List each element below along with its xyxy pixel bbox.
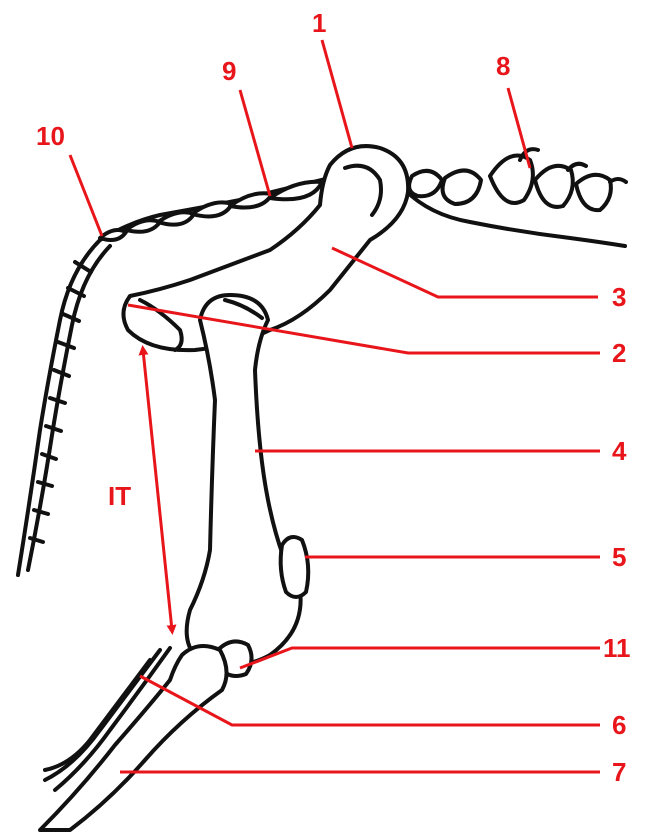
label-10: 10 (36, 121, 65, 151)
label-7: 7 (612, 757, 626, 787)
leader-line-11 (240, 648, 600, 668)
lumbar-vertebrae (405, 149, 626, 246)
leader-line-10 (70, 155, 102, 236)
patella (281, 537, 309, 597)
label-4: 4 (612, 436, 627, 466)
label-it: IT (108, 481, 131, 511)
tibia-fibula (40, 646, 227, 830)
label-11: 11 (603, 633, 631, 663)
leader-line-3 (332, 248, 598, 297)
tail-vertebrae (18, 240, 110, 575)
label-1: 1 (312, 8, 326, 38)
leader-line-9 (240, 90, 270, 196)
it-arrow (143, 350, 172, 630)
leader-line-1 (322, 40, 352, 148)
label-2: 2 (612, 338, 626, 368)
label-6: 6 (612, 710, 626, 740)
label-5: 5 (612, 542, 626, 572)
label-9: 9 (222, 56, 236, 86)
number-labels: 1 8 9 10 3 2 4 5 11 6 7 IT (36, 8, 631, 787)
label-3: 3 (612, 282, 626, 312)
label-8: 8 (496, 51, 510, 81)
